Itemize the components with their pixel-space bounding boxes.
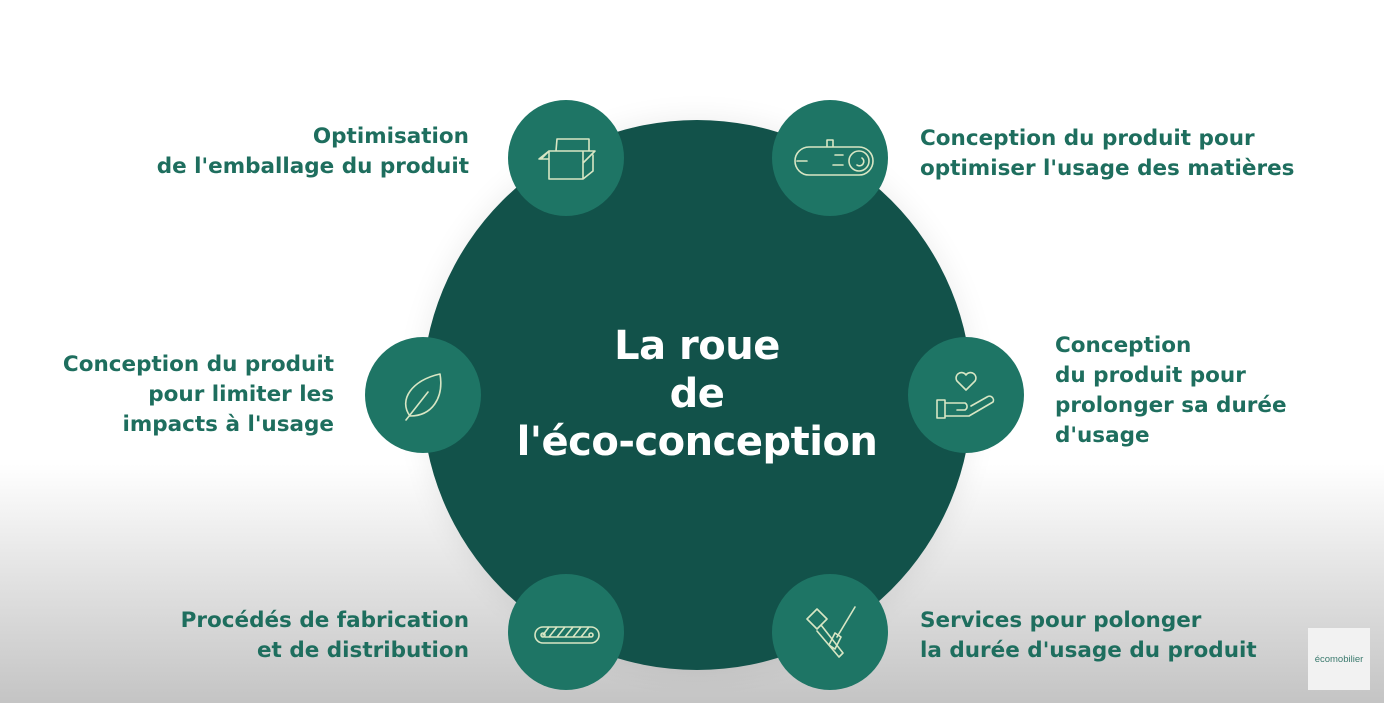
node-usage-impact [365,337,481,453]
label-line: Services pour polonger [920,608,1202,633]
title-line: de [669,371,725,417]
conveyor-icon [534,626,600,644]
log-icon [794,139,874,176]
title-line: l'éco-conception [516,419,878,465]
box-icon [538,138,596,180]
label-line: du produit pour [1055,363,1246,388]
logo-text: écomobilier [1314,653,1364,665]
label-line: Conception [1055,333,1192,358]
label-line: la durée d'usage du produit [920,638,1257,663]
label-line: Procédés de fabrication [180,608,469,633]
title-line: La roue [614,323,780,369]
label-line: impacts à l'usage [122,412,334,437]
label-line: pour limiter les [148,382,334,407]
label-manufacturing: Procédés de fabrication et de distributi… [181,606,469,666]
label-line: d'usage [1055,423,1150,448]
label-usage-impact: Conception du produit pour limiter les i… [63,350,334,440]
label-line: Conception du produit pour [920,126,1255,151]
label-line: de l'emballage du produit [156,154,469,179]
label-packaging: Optimisation de l'emballage du produit [157,122,469,182]
eco-design-wheel [422,120,972,670]
node-lifespan [908,337,1024,453]
wheel-title: La roue de l'éco-conception [472,322,922,466]
node-manufacturing [508,574,624,690]
leaf-icon [404,373,442,421]
label-line: prolonger sa durée [1055,393,1287,418]
label-materials: Conception du produit pour optimiser l'u… [920,124,1294,184]
ecomobilier-logo: écomobilier [1308,628,1370,690]
label-line: optimiser l'usage des matières [920,156,1295,181]
node-services [772,574,888,690]
label-lifespan: Conception du produit pour prolonger sa … [1055,331,1287,451]
node-materials [772,100,888,216]
tools-icon [806,606,856,658]
label-line: Conception du produit [62,352,334,377]
label-line: Optimisation [312,124,469,149]
label-line: et de distribution [256,638,469,663]
label-services: Services pour polonger la durée d'usage … [920,606,1257,666]
node-packaging [508,100,624,216]
heart-hand-icon [936,371,995,419]
